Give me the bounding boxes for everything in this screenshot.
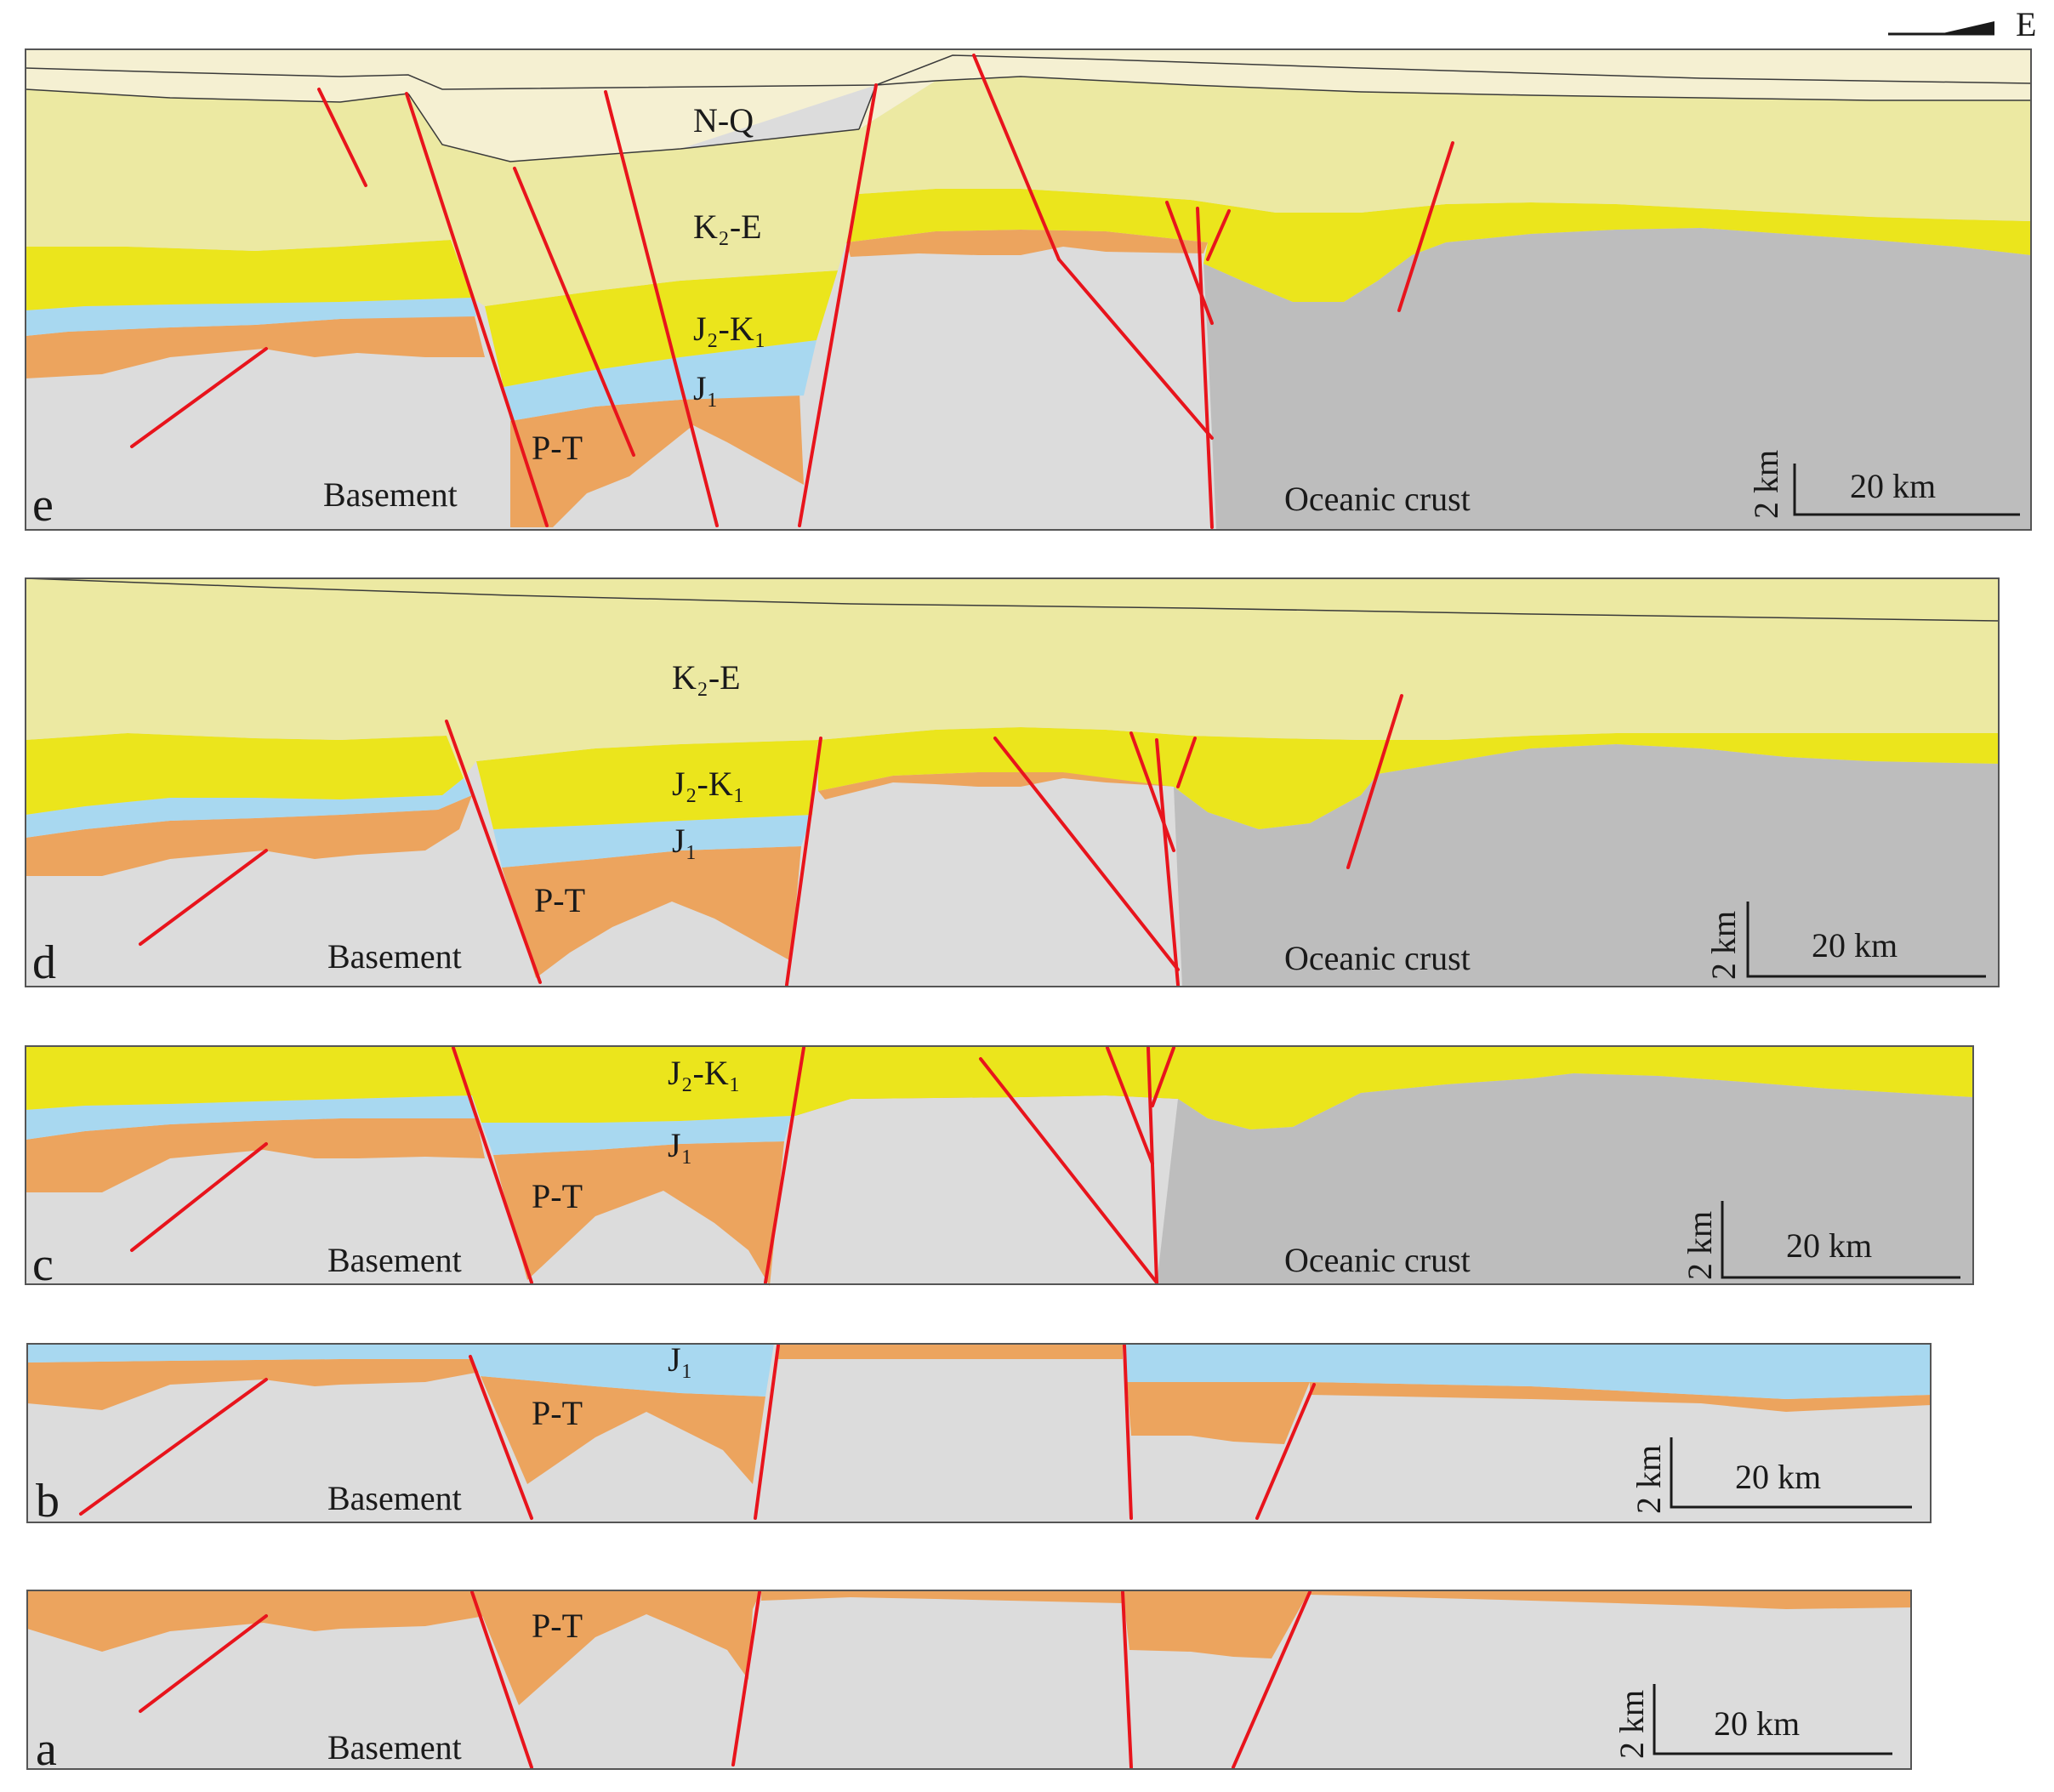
panel-d-scale-bar: 2 km 20 km <box>1704 902 1986 980</box>
panel-e-pt-layer-west <box>26 316 485 378</box>
panel-a-pt-layer-east <box>1123 1590 1310 1658</box>
panel-a-pt-layer-west <box>27 1590 485 1652</box>
panel-e-j2k1-label: J₂-K₁ <box>693 310 766 348</box>
panel-d-k2e-layer <box>26 578 1999 778</box>
panel-e-k2e-label: K₂-E <box>693 208 762 246</box>
panel-b-faults <box>79 1344 1316 1520</box>
panel-d-j2k1-layer-east <box>818 727 1999 829</box>
panel-e-vertical-scale-label: 2 km <box>1747 450 1785 519</box>
panel-c-j2k1-layer <box>26 1046 1973 1129</box>
panel-b-scale-bar: 2 km 20 km <box>1630 1437 1912 1514</box>
panel-a-pt-label: P-T <box>532 1607 583 1645</box>
panel-b-j1-layer-east <box>1123 1344 1931 1399</box>
panel-d-basement-label: Basement <box>327 937 462 976</box>
panel-a-pt-layer-mid <box>761 1590 1123 1603</box>
panel-d-pt-label: P-T <box>534 881 585 919</box>
panel-b-j1-layer-west <box>27 1344 774 1397</box>
panel-b-vertical-scale-label: 2 km <box>1630 1445 1668 1514</box>
panel-b-pt-layer-graben <box>481 1376 765 1484</box>
panel-e-j2k1-layer-east <box>846 189 2031 302</box>
panel-e-faults <box>130 54 1454 529</box>
panel-a-scale-bar: 2 km 20 km <box>1613 1684 1892 1759</box>
panel-d-oceanic-layer <box>1174 744 1999 987</box>
panel-b-pt-label: P-T <box>532 1394 583 1432</box>
panel-d-j1-label: J₁ <box>672 822 697 860</box>
panel-a: P-T Basement a 2 km 20 km <box>26 1590 1912 1776</box>
panel-a-faults <box>139 1590 1311 1769</box>
panel-c-pt-layer-graben <box>493 1141 784 1286</box>
east-arrow-icon <box>1888 21 1994 36</box>
panel-c-scale-bar: 2 km 20 km <box>1681 1201 1960 1280</box>
panel-a-pt-layer-thin-east <box>1310 1590 1911 1609</box>
panel-e-oceanic-layer <box>1203 228 2031 530</box>
panel-e-label: e <box>32 479 54 532</box>
panel-d-vertical-scale-label: 2 km <box>1704 911 1743 980</box>
panel-b-pt-layer-east <box>1127 1382 1310 1444</box>
panel-c-basement-label: Basement <box>327 1241 462 1279</box>
panel-c: J₂-K₁ J₁ P-T Basement Oceanic crust c 2 … <box>25 1045 1974 1291</box>
panel-e: N-Q K₂-E J₂-K₁ J₁ P-T Basement Oceanic c… <box>25 48 2032 532</box>
panel-a-basement-label: Basement <box>327 1728 462 1766</box>
panel-c-oceanic-label: Oceanic crust <box>1284 1241 1471 1279</box>
panel-c-pt-layer-west <box>26 1118 485 1192</box>
panel-c-j2k1-label: J₂-K₁ <box>668 1054 741 1092</box>
panel-b-basement-label: Basement <box>327 1479 462 1517</box>
panel-e-pt-layer-east <box>846 230 1208 257</box>
panel-b-label: b <box>36 1475 60 1527</box>
panel-c-vertical-scale-label: 2 km <box>1681 1211 1719 1280</box>
panel-e-oceanic-label: Oceanic crust <box>1284 480 1471 518</box>
panel-e-scale-bar: 2 km 20 km <box>1747 450 2020 519</box>
panel-c-oceanic-layer <box>1157 1073 1973 1284</box>
panel-e-horizontal-scale-label: 20 km <box>1850 467 1936 505</box>
panel-d-pt-layer-graben <box>502 846 801 978</box>
orientation-label: E <box>2016 5 2036 43</box>
panel-a-vertical-scale-label: 2 km <box>1613 1690 1651 1759</box>
panel-c-faults <box>130 1046 1175 1284</box>
panel-b-j1-label: J₁ <box>668 1340 693 1379</box>
panel-e-pt-label: P-T <box>532 429 583 467</box>
panel-c-horizontal-scale-label: 20 km <box>1786 1226 1872 1265</box>
panel-e-j2k1-layer-west <box>26 240 472 310</box>
panel-e-nq-label: N-Q <box>693 101 754 139</box>
panel-c-j1-layer-west <box>26 1095 476 1140</box>
panel-e-j1-label: J₁ <box>693 369 719 407</box>
panel-e-j1-layer-graben <box>504 340 816 421</box>
panel-e-basement-label: Basement <box>323 475 458 514</box>
panel-a-horizontal-scale-label: 20 km <box>1714 1704 1800 1743</box>
panel-e-k2e-layer <box>26 77 2031 306</box>
panel-d-pt-layer-west <box>26 795 472 876</box>
panel-d: K₂-E J₂-K₁ J₁ P-T Basement Oceanic crust… <box>25 577 2000 989</box>
panel-d-k2e-label: K₂-E <box>672 658 741 697</box>
panel-b-pt-layer-top <box>778 1344 1123 1359</box>
panel-d-j2k1-layer-west <box>26 733 464 815</box>
panel-e-pt-layer-graben <box>510 393 804 527</box>
panel-b-horizontal-scale-label: 20 km <box>1735 1458 1821 1496</box>
panel-e-nq-layer <box>26 49 2031 162</box>
panel-a-label: a <box>36 1723 57 1776</box>
panel-d-label: d <box>32 936 56 989</box>
panel-b: J₁ P-T Basement b 2 km 20 km <box>26 1340 1932 1527</box>
panel-c-j1-layer-graben <box>481 1116 791 1155</box>
panel-e-j2k1-layer-graben <box>485 270 838 387</box>
panel-d-horizontal-scale-label: 20 km <box>1812 926 1898 964</box>
panel-a-pt-layer-graben <box>472 1590 761 1705</box>
panel-d-faults <box>139 694 1403 987</box>
panel-d-j2k1-label: J₂-K₁ <box>672 765 745 803</box>
panel-d-j2k1-layer-graben <box>476 740 818 829</box>
panel-d-j1-layer-graben <box>493 815 812 868</box>
panel-d-pt-layer-east <box>818 772 1178 799</box>
panel-d-j1-layer-west <box>26 778 472 838</box>
panel-c-j1-label: J₁ <box>668 1126 693 1164</box>
panel-b-pt-layer-thin-east <box>1310 1382 1931 1412</box>
panel-c-pt-label: P-T <box>532 1177 583 1215</box>
panel-c-label: c <box>32 1238 54 1291</box>
panel-d-oceanic-label: Oceanic crust <box>1284 939 1471 977</box>
panel-e-j1-layer-west <box>26 298 476 336</box>
panel-b-pt-layer-west <box>27 1359 485 1410</box>
